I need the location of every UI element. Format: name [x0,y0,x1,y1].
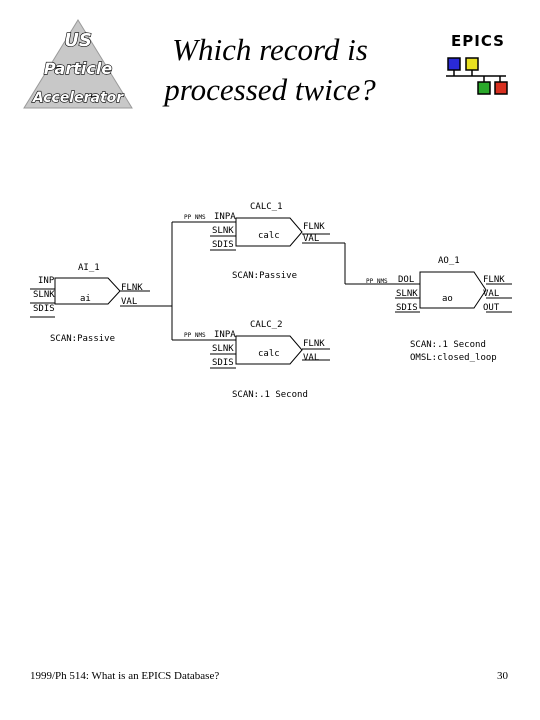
calc1-input-inpa: INPA [214,212,236,222]
ao-output-out: OUT [483,303,500,313]
ai-output-val: VAL [121,297,137,307]
ao-record-block [419,271,487,309]
title-line-1: Which record is [172,32,368,67]
calc2-scan: SCAN:.1 Second [232,390,308,400]
epics-logo-label: EPICS [451,32,505,50]
ao-input-dol: DOL [398,275,414,285]
ao-scan: SCAN:.1 Second [410,340,486,350]
calc2-input-inpa: INPA [214,330,236,340]
calc2-link-pp-nms: PP NMS [184,332,206,339]
calc2-input-sdis: SDIS [212,358,234,368]
epics-network-icon [446,57,508,95]
calc2-output-val: VAL [303,353,319,363]
epics-node-blue [447,57,461,71]
ao-record-name: AO_1 [438,256,460,266]
title-line-2: processed twice? [164,72,376,107]
calc1-record-name: CALC_1 [250,202,283,212]
ao-record-body: ao [442,294,453,304]
ao-input-slnk: SLNK [396,289,418,299]
calc2-output-flnk: FLNK [303,339,325,349]
epics-logo: EPICS [440,32,516,98]
ai-output-flnk: FLNK [121,283,143,293]
calc2-record-block [235,335,303,365]
calc1-scan: SCAN:Passive [232,271,297,281]
calc2-record-body: calc [258,349,280,359]
logo-text-us: US [64,30,92,51]
logo-text-particle: Particle [44,59,112,78]
slide-title: Which record is processed twice? [140,30,400,110]
ai-input-sdis: SDIS [33,304,55,314]
calc1-record-body: calc [258,231,280,241]
logo-text-accelerator: Accelerator [32,90,124,106]
calc1-link-pp-nms: PP NMS [184,214,206,221]
footer-course-label: 1999/Ph 514: What is an EPICS Database? [30,670,220,682]
ai-record-block [54,277,121,305]
page-number: 30 [497,670,508,682]
epics-node-red [494,81,508,95]
calc1-input-sdis: SDIS [212,240,234,250]
ai-record-body: ai [80,294,91,304]
calc1-output-val: VAL [303,234,319,244]
epics-node-yellow [465,57,479,71]
ai-scan: SCAN:Passive [50,334,115,344]
ai-record-name: AI_1 [78,263,100,273]
us-particle-accelerator-logo: US Particle Accelerator [23,19,133,109]
ao-output-val: VAL [483,289,499,299]
ai-input-slnk: SLNK [33,290,55,300]
ao-output-flnk: FLNK [483,275,505,285]
calc2-input-slnk: SLNK [212,344,234,354]
calc1-record-block [235,217,303,247]
ai-input-inp: INP [38,276,55,286]
ao-input-sdis: SDIS [396,303,418,313]
calc1-output-flnk: FLNK [303,222,325,232]
calc2-record-name: CALC_2 [250,320,283,330]
epics-node-green [477,81,491,95]
calc1-input-slnk: SLNK [212,226,234,236]
ao-omsl: OMSL:closed_loop [410,353,497,363]
ao-link-pp-nms: PP NMS [366,278,388,285]
epics-database-diagram: AI_1 ai INP SLNK SDIS FLNK VAL SCAN:Pass… [30,202,512,400]
